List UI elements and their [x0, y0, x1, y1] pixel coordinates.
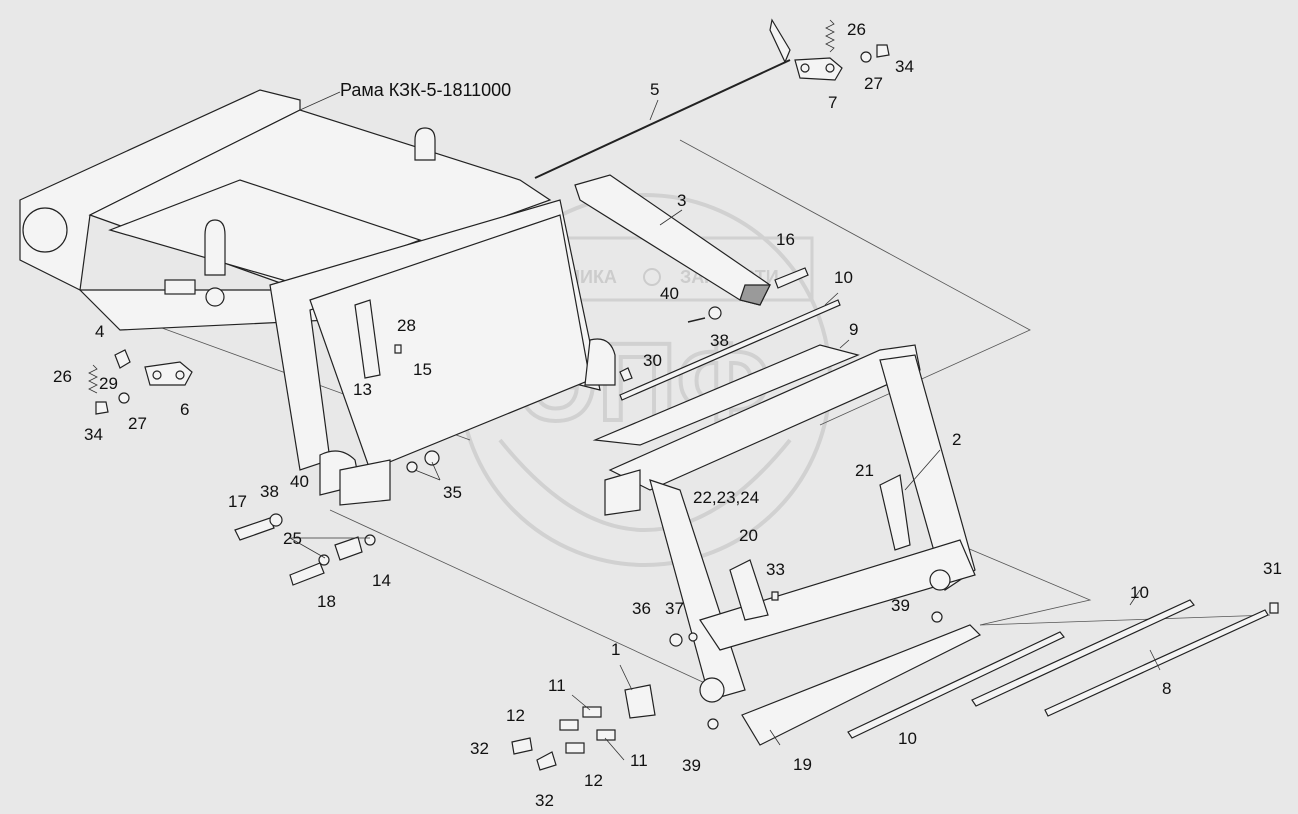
- callout-38-top: 38: [710, 331, 729, 350]
- callout-21: 21: [855, 461, 874, 480]
- part-16-pin: [774, 267, 809, 289]
- callout-32-bottom: 32: [535, 791, 554, 810]
- callouts: 1 2 3 4 5 6 7 8 9 10 10 10 11 11 12 12 1…: [53, 20, 1282, 810]
- callout-29: 29: [99, 374, 118, 393]
- callout-36: 36: [632, 599, 651, 618]
- callout-13: 13: [353, 380, 372, 399]
- callout-11-bottom: 11: [630, 751, 648, 770]
- callout-14: 14: [372, 571, 391, 590]
- callout-30: 30: [643, 351, 662, 370]
- callout-26-top: 26: [847, 20, 866, 39]
- callout-10-bottom: 10: [898, 729, 917, 748]
- callout-22-23-24: 22,23,24: [693, 488, 759, 507]
- part-21-plate: [879, 474, 911, 551]
- callout-12-top: 12: [506, 706, 525, 725]
- part-33-bolt: [771, 591, 779, 601]
- part-13-plate: [354, 299, 381, 379]
- callout-18: 18: [317, 592, 336, 611]
- callout-2: 2: [952, 430, 961, 449]
- part-17-pin: [234, 513, 283, 541]
- part-37-washer: [688, 632, 698, 642]
- callout-17: 17: [228, 492, 247, 511]
- callout-37: 37: [665, 599, 684, 618]
- part-26-spring-left: [88, 364, 98, 394]
- main-frame: [19, 89, 616, 506]
- callout-27-left: 27: [128, 414, 147, 433]
- callout-6: 6: [180, 400, 189, 419]
- callout-19: 19: [793, 755, 812, 774]
- callout-5: 5: [650, 80, 659, 99]
- part-4-bracket: [114, 349, 131, 369]
- part-19-strip: [741, 624, 982, 746]
- part-31-bolt: [1269, 602, 1279, 614]
- part-7-bracket: [794, 57, 843, 81]
- part-36-nut: [669, 633, 683, 647]
- callout-15: 15: [413, 360, 432, 379]
- part-9-plate: [592, 344, 860, 446]
- callout-25: 25: [283, 529, 302, 548]
- part-34-bolt-left: [95, 401, 109, 415]
- callout-33: 33: [766, 560, 785, 579]
- callout-28: 28: [397, 316, 416, 335]
- callout-39-bottom: 39: [682, 756, 701, 775]
- part-38-40-fasteners: [619, 306, 722, 382]
- callout-8: 8: [1162, 679, 1171, 698]
- callout-34-left: 34: [84, 425, 103, 444]
- callout-26-left: 26: [53, 367, 72, 386]
- callout-12-bottom: 12: [584, 771, 603, 790]
- callout-38-left: 38: [260, 482, 279, 501]
- part-20-plate: [729, 559, 769, 621]
- callout-27-top: 27: [864, 74, 883, 93]
- callout-4: 4: [95, 322, 104, 341]
- part-35-washers: [406, 450, 440, 473]
- part-34-bolt-top: [876, 44, 890, 58]
- leader-lines: [289, 91, 1161, 761]
- part-1-plate: [624, 684, 656, 719]
- part-10-strip-b: [847, 631, 1065, 739]
- diagram-title: Рама КЗК-5-1811000: [340, 80, 511, 100]
- callout-3: 3: [677, 191, 686, 210]
- callout-35: 35: [443, 483, 462, 502]
- callout-40-left: 40: [290, 472, 309, 491]
- part-2-frame: [604, 344, 976, 703]
- callout-10-right: 10: [1130, 583, 1149, 602]
- part-10-strip: [619, 299, 841, 401]
- part-27-washer-left: [118, 392, 130, 404]
- callout-34-top: 34: [895, 57, 914, 76]
- part-27-washer-top: [860, 51, 872, 63]
- part-5-rod: [534, 18, 791, 179]
- callout-32-left: 32: [470, 739, 489, 758]
- part-39-nut-b: [707, 718, 719, 730]
- callout-1: 1: [611, 640, 620, 659]
- part-32-bolt-a: [511, 737, 533, 755]
- part-32-bolt-b: [536, 751, 557, 771]
- part-11-12-blocks: [559, 706, 616, 754]
- part-18-pin: [289, 562, 325, 586]
- part-14-bushing: [318, 534, 376, 566]
- callout-7: 7: [828, 93, 837, 112]
- part-26-spring-top: [825, 19, 835, 53]
- part-3-beam: [574, 174, 771, 306]
- callout-40-top: 40: [660, 284, 679, 303]
- part-28-bolt: [394, 344, 402, 354]
- callout-9: 9: [849, 320, 858, 339]
- callout-20: 20: [739, 526, 758, 545]
- part-39-nut-a: [931, 611, 943, 623]
- gear-icon: [643, 268, 661, 286]
- callout-10-top: 10: [834, 268, 853, 287]
- part-10-strip-c: [971, 599, 1195, 707]
- callout-16: 16: [776, 230, 795, 249]
- callout-31: 31: [1263, 559, 1282, 578]
- callout-11-top: 11: [548, 676, 566, 695]
- callout-39-right: 39: [891, 596, 910, 615]
- part-6-bracket: [144, 361, 193, 386]
